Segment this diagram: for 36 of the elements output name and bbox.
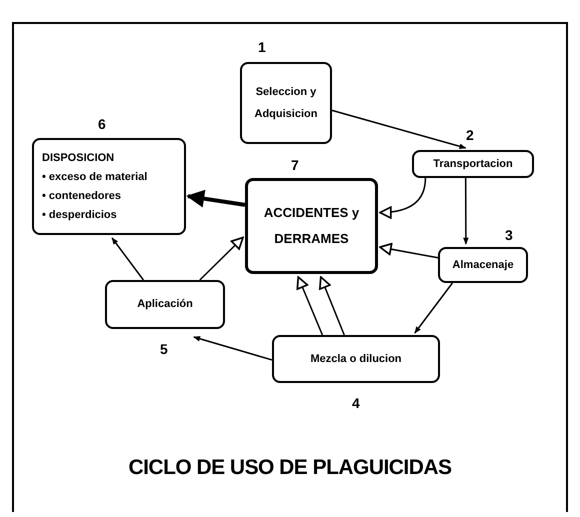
process-box	[245, 178, 378, 274]
process-box	[272, 335, 440, 383]
bullet-item: • desperdicios	[42, 208, 117, 222]
step-number: 2	[466, 128, 474, 142]
step-number: 4	[352, 396, 360, 410]
box-heading: DISPOSICION	[42, 150, 114, 166]
arrow	[332, 110, 466, 149]
arrow	[379, 242, 438, 259]
box-label: Seleccion y Adquisicion	[254, 85, 318, 122]
arrow	[193, 336, 272, 361]
box-label: Transportacion	[433, 156, 513, 172]
box-label: ACCIDENTES y DERRAMES	[262, 204, 360, 248]
box-label: Aplicación	[137, 297, 193, 312]
process-box	[240, 62, 332, 144]
bullet-item: • exceso de material	[42, 170, 148, 184]
arrow	[379, 178, 426, 218]
process-box	[32, 138, 186, 235]
step-number: 5	[160, 342, 168, 356]
process-box	[438, 247, 528, 283]
step-number: 3	[505, 228, 513, 242]
step-number: 1	[258, 40, 266, 54]
process-box	[105, 280, 225, 329]
box-label: Almacenaje	[452, 258, 514, 273]
box-label: Mezcla o dilucion	[310, 352, 402, 367]
arrow	[318, 276, 345, 336]
process-box	[412, 150, 534, 178]
arrow	[463, 178, 469, 245]
step-number: 6	[98, 117, 106, 131]
step-number: 7	[291, 158, 299, 172]
arrow	[296, 276, 324, 336]
arrow	[414, 282, 453, 334]
arrow	[111, 237, 144, 280]
diagram-title: CICLO DE USO DE PLAGUICIDAS	[127, 455, 452, 481]
arrow	[199, 236, 244, 281]
bullet-item: • contenedores	[42, 188, 122, 204]
arrow	[186, 190, 246, 208]
